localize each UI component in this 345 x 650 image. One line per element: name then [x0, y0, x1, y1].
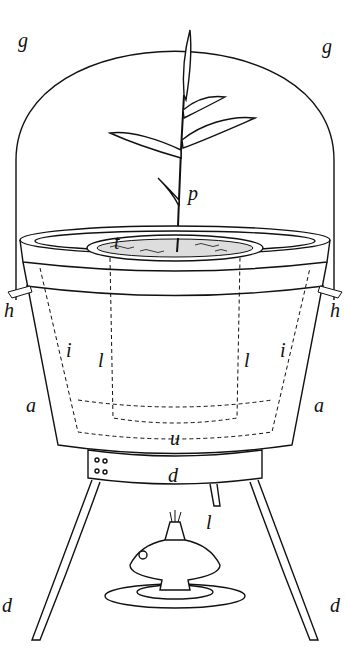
- hook: [318, 286, 342, 298]
- part-letter: i: [280, 340, 286, 360]
- part-letter: l: [244, 350, 250, 370]
- soil: [97, 239, 253, 257]
- part-letter: d: [330, 595, 340, 615]
- part-letter: h: [4, 300, 14, 320]
- hidden-lines: [40, 258, 310, 439]
- pot-body: [20, 240, 330, 271]
- stand-leg: [250, 480, 318, 640]
- part-letter: a: [26, 395, 36, 415]
- stand-leg: [210, 484, 220, 506]
- part-letter: d: [2, 595, 12, 615]
- bell-jar: [16, 51, 334, 300]
- part-letter: a: [314, 395, 324, 415]
- part-letter: l: [98, 350, 104, 370]
- plant: [110, 30, 255, 252]
- part-letter: h: [330, 300, 340, 320]
- part-letter: i: [66, 340, 72, 360]
- part-letter: p: [188, 183, 198, 203]
- part-letter: l: [206, 512, 212, 532]
- part-letter: t: [114, 232, 120, 252]
- stand-leg: [32, 480, 100, 640]
- part-letter: d: [168, 465, 178, 485]
- pot-wall: [23, 262, 327, 454]
- spirit-lamp: [105, 510, 245, 608]
- part-letter: g: [18, 30, 28, 50]
- soil-dish: [87, 235, 263, 261]
- part-letter: u: [170, 428, 180, 448]
- hook: [8, 286, 32, 298]
- stand-ring: [88, 450, 262, 484]
- part-letter: g: [322, 36, 332, 56]
